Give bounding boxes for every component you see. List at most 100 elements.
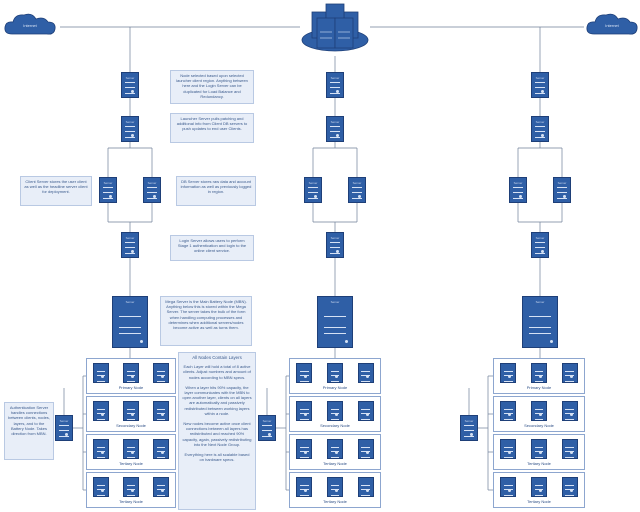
layer-server xyxy=(153,477,169,497)
layer-server xyxy=(561,363,578,383)
layers-panel-paragraph: When a layer hits 90% capacity, the laye… xyxy=(182,384,252,416)
layer-server xyxy=(531,401,547,421)
server-label: Server xyxy=(125,120,135,124)
status-light-icon xyxy=(101,489,104,492)
status-light-icon xyxy=(131,134,134,137)
status-light-icon xyxy=(161,413,164,416)
status-light-icon xyxy=(508,375,512,378)
note-launcher-node: Node selected based upon selected launch… xyxy=(170,70,254,104)
server-label: Server xyxy=(330,236,340,240)
auth-server-left: Server xyxy=(55,415,73,441)
status-light-icon xyxy=(131,250,134,253)
layers-panel-paragraph: New nodes become active once client conn… xyxy=(182,421,252,447)
layer-server xyxy=(500,401,517,421)
layer-server xyxy=(500,477,517,497)
status-light-icon xyxy=(314,195,317,198)
status-light-icon xyxy=(539,451,542,454)
layer-server xyxy=(561,439,578,459)
server-label: Server xyxy=(535,120,545,124)
login-server-middle: Server xyxy=(326,232,344,258)
status-light-icon xyxy=(304,489,308,492)
server-label: Server xyxy=(147,181,157,185)
note-client-server: Client Server stores the user client as … xyxy=(20,176,92,206)
server-cluster-icon xyxy=(301,3,369,52)
layer-server xyxy=(123,477,139,497)
layer-server xyxy=(327,363,343,383)
status-light-icon xyxy=(335,413,338,416)
status-light-icon xyxy=(569,375,573,378)
db-server-middle: Server xyxy=(348,177,366,203)
client-server-left: Server xyxy=(99,177,117,203)
layer-server xyxy=(327,477,343,497)
server-label: Server xyxy=(352,181,362,185)
launcher-server-right: Server xyxy=(531,72,549,98)
status-light-icon xyxy=(541,134,544,137)
server-label: Server xyxy=(535,236,545,240)
cloud-icon xyxy=(586,13,638,35)
layer-server xyxy=(357,363,374,383)
layer-server xyxy=(153,439,169,459)
cloud-label-right: Internet xyxy=(605,22,619,28)
status-light-icon xyxy=(335,451,338,454)
status-light-icon xyxy=(140,340,143,343)
node-group-title: Tertiary Node xyxy=(527,461,551,466)
status-light-icon xyxy=(161,451,164,454)
node-group-title: Secondary Node xyxy=(116,423,146,428)
note-auth-server: Authentication Server handles connection… xyxy=(4,402,54,460)
server-label: Server xyxy=(513,181,523,185)
status-light-icon xyxy=(365,375,369,378)
status-light-icon xyxy=(508,413,512,416)
status-light-icon xyxy=(569,489,573,492)
layer-server xyxy=(500,439,517,459)
note-launcher-pull: Launcher Server pulls patching and addit… xyxy=(170,113,254,143)
status-light-icon xyxy=(304,375,308,378)
layer-server xyxy=(93,401,109,421)
layers-panel-paragraph: Everything here is all scalable based on… xyxy=(184,452,250,463)
note-mega-server: Mega Server is the Main Battery Node (MB… xyxy=(160,296,252,346)
status-light-icon xyxy=(539,413,542,416)
node-group-title: Secondary Node xyxy=(320,423,350,428)
server-label: Server xyxy=(125,76,135,80)
cloud-label-left: Internet xyxy=(23,22,37,28)
layer-server xyxy=(327,439,343,459)
server-label: Server xyxy=(125,236,135,240)
node-group-title: Tertiary Node xyxy=(527,499,551,504)
auth-server-right: Server xyxy=(460,415,478,441)
note-db-server: DB Server stores raw data and account in… xyxy=(176,176,256,206)
layer-server xyxy=(123,439,139,459)
status-light-icon xyxy=(336,134,339,137)
internet-cloud-left: Internet xyxy=(2,10,58,40)
status-light-icon xyxy=(161,375,164,378)
layer-server xyxy=(153,363,169,383)
node-group-title: Tertiary Node xyxy=(119,499,143,504)
status-light-icon xyxy=(358,195,361,198)
mega-server-right: Server xyxy=(522,296,558,348)
server-label: Server xyxy=(59,419,69,423)
status-light-icon xyxy=(539,489,542,492)
layer-server xyxy=(531,363,547,383)
status-light-icon xyxy=(541,90,544,93)
layer-server xyxy=(123,401,139,421)
launcher-server-middle: Server xyxy=(326,72,344,98)
internet-cloud-right: Internet xyxy=(584,10,640,40)
status-light-icon xyxy=(101,375,104,378)
status-light-icon xyxy=(336,90,339,93)
layer-server xyxy=(123,363,139,383)
status-light-icon xyxy=(65,433,68,436)
server-label: Server xyxy=(262,419,272,423)
status-light-icon xyxy=(268,433,271,436)
server-label: Server xyxy=(464,419,474,423)
status-light-icon xyxy=(563,195,566,198)
status-light-icon xyxy=(470,433,473,436)
launcher-update-server-right: Server xyxy=(531,116,549,142)
status-light-icon xyxy=(131,489,134,492)
layer-server xyxy=(357,439,374,459)
layer-server xyxy=(93,363,109,383)
layer-server xyxy=(531,439,547,459)
server-label: Server xyxy=(330,120,340,124)
mega-server-left: Server xyxy=(112,296,148,348)
layer-server xyxy=(296,363,313,383)
note-login-server: Login Server allows users to perform Sta… xyxy=(170,235,254,261)
server-label: Server xyxy=(535,76,545,80)
